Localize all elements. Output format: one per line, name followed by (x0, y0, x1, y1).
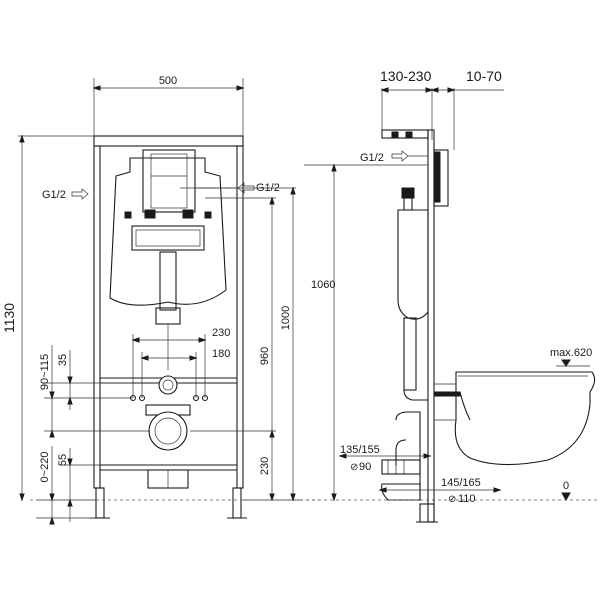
front-view: 500 (1, 75, 320, 525)
cistern (109, 149, 227, 370)
max-height: max.620 (550, 347, 592, 367)
right-dims: 1000 960 230 (190, 186, 300, 502)
drain-145-165-label: 145/165 (441, 477, 481, 489)
side-view: 130-230 10-70 (300, 68, 600, 523)
offset-55-label: 55 (57, 454, 69, 466)
dia-90-symbol: ⊘ (350, 462, 358, 473)
span-180-label: 180 (212, 348, 230, 360)
span-230-label: 230 (212, 327, 230, 339)
side-inlet: G1/2 (360, 150, 428, 164)
top-dims: 130-230 10-70 (380, 68, 504, 150)
width-dimension: 500 (92, 75, 245, 136)
left-dims: 90~115 35 0~220 55 (36, 345, 150, 525)
dia-90-label: 90 (359, 461, 371, 473)
cistern-side (397, 187, 461, 401)
height-1130-label: 1130 (1, 303, 17, 333)
span-180: 180 (140, 348, 230, 398)
zero-label: 0 (563, 480, 569, 492)
floor-zero: 0 (561, 480, 571, 502)
side-frame (381, 129, 449, 523)
max-label: max.620 (550, 347, 592, 359)
drain-pipe (381, 411, 421, 501)
height-1000-label: 1000 (280, 306, 292, 330)
wall-hung-toilet (434, 371, 596, 466)
dia-110-label: 110 (458, 493, 476, 505)
offset-35-label: 35 (57, 354, 69, 366)
drain-dims: 135/155 ⊘ 90 145/165 ⊘ 110 (338, 444, 502, 505)
height-1060: 1060 (304, 163, 428, 502)
range-0-220-label: 0~220 (39, 452, 51, 483)
inlet-left: G1/2 (42, 188, 89, 201)
drain-135-155-label: 135/155 (340, 444, 380, 456)
span-230: 230 (131, 327, 230, 398)
height-1060-label: 1060 (311, 279, 335, 291)
height-1130: 1130 (1, 134, 94, 502)
range-90-115-label: 90~115 (39, 354, 51, 390)
depth-130-230-label: 130-230 (380, 68, 432, 84)
connections (129, 375, 209, 489)
side-inlet-label: G1/2 (360, 152, 384, 164)
height-230-label: 230 (259, 457, 271, 475)
gap-10-70-label: 10-70 (466, 68, 502, 84)
inlet-left-label: G1/2 (42, 189, 66, 201)
dia-110-symbol: ⊘ (448, 494, 456, 505)
height-960-label: 960 (259, 347, 271, 365)
width-label: 500 (159, 75, 177, 87)
